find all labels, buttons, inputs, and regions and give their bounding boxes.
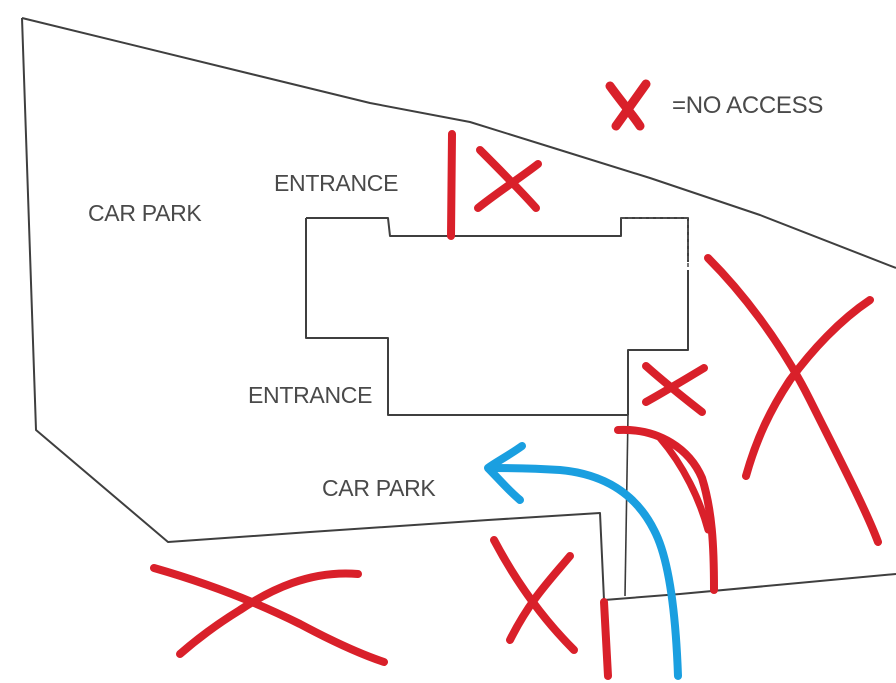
- site-boundary: [21, 17, 896, 269]
- no-access-cross-southwest: [150, 564, 388, 666]
- building-outline-south: [305, 218, 628, 416]
- legend: =NO ACCESS: [605, 79, 823, 131]
- barrier-line-east-lane-inner: [656, 434, 712, 534]
- no-access-cross-north: [474, 146, 542, 212]
- entrance-label-top: ENTRANCE: [274, 170, 398, 196]
- entrance-label-bottom: ENTRANCE: [248, 382, 372, 408]
- no-access-cross-south: [490, 536, 578, 654]
- building-outline-east: [627, 270, 689, 415]
- access-route-arrow: [484, 442, 682, 680]
- site-boundary-left: [21, 17, 605, 601]
- red-x-icon: [605, 79, 651, 131]
- no-access-cross-east-small: [642, 362, 708, 416]
- barrier-line-east-lane: [614, 425, 718, 594]
- car-park-label-bottom: CAR PARK: [322, 475, 436, 501]
- site-boundary-bottom: [603, 573, 896, 601]
- building-outline: [306, 217, 689, 262]
- barrier-line-south-gate: [600, 598, 612, 680]
- service-lane-edge: [624, 414, 629, 597]
- building-outline-dashed: [621, 217, 689, 270]
- legend-text: =NO ACCESS: [672, 92, 823, 119]
- no-access-cross-east-large: [704, 254, 882, 546]
- car-park-label-left: CAR PARK: [88, 200, 202, 226]
- barrier-line-north: [447, 130, 456, 240]
